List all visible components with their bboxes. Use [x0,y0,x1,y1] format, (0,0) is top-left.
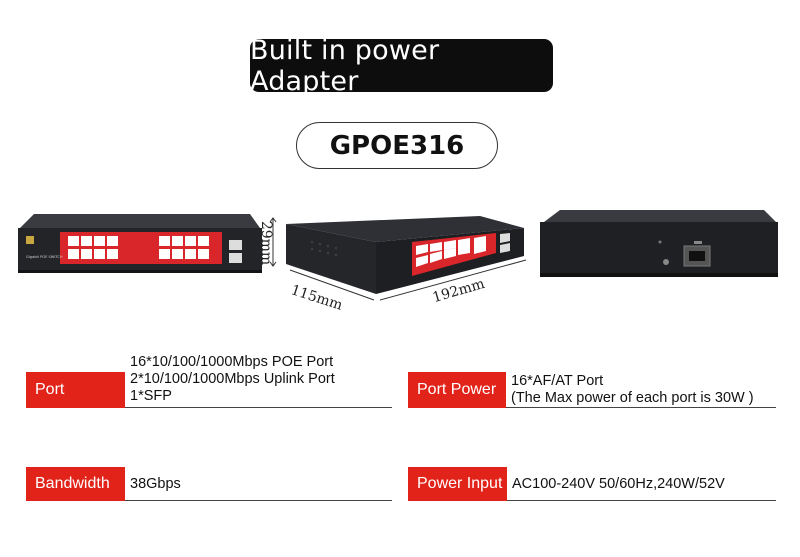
spec-label-port-power: Port Power [408,372,506,408]
spec-value-bandwidth: 38Gbps [130,476,181,492]
spec-label-bandwidth: Bandwidth [26,467,125,501]
spec-label-port: Port [26,372,125,408]
height-dimension-label: 29mm [258,220,275,266]
spec-underline-port-power [506,407,776,408]
spec-underline-port [125,407,392,408]
spec-value-port: 16*10/100/1000Mbps POE Port 2*10/100/100… [130,354,335,405]
device-front-label: Gigabit POE SWITCH [26,255,63,259]
spec-port-line-1: 16*10/100/1000Mbps POE Port [130,354,334,370]
spec-label-power-input: Power Input [408,467,507,501]
height-dimension-arrow [269,217,277,267]
spec-value-port-power: 16*AF/AT Port (The Max power of each por… [511,373,754,407]
spec-port-power-line-2: (The Max power of each port is 30W ) [511,390,754,406]
spec-port-power-line-1: 16*AF/AT Port [511,373,604,389]
title-banner: Built in power Adapter [250,35,553,97]
switch-front-view: Gigabit POE SWITCH [18,214,262,273]
switch-rear-view [540,210,778,277]
banner-title: Built in power Adapter [250,34,440,97]
model-name: GPOE316 [329,130,465,161]
spec-underline-bandwidth [125,500,392,501]
model-name-pill: GPOE316 [296,122,498,169]
spec-port-line-2: 2*10/100/1000Mbps Uplink Port [130,371,335,387]
spec-underline-power-input [507,500,776,501]
spec-port-line-3: 1*SFP [130,388,172,404]
switch-perspective-view [286,216,527,301]
spec-value-power-input: AC100-240V 50/60Hz,240W/52V [512,476,725,492]
